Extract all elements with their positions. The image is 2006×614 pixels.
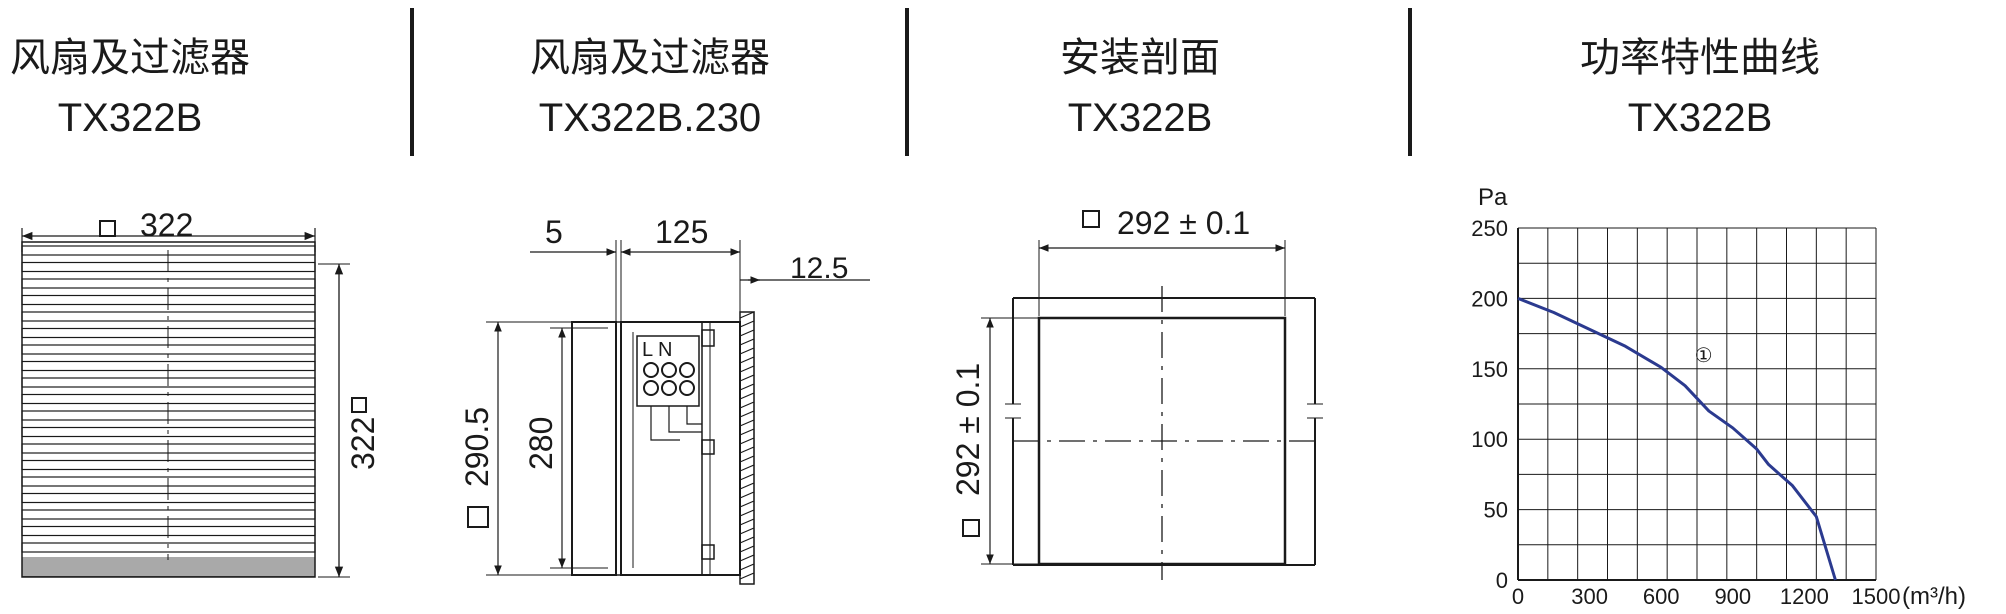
grille-slat [739,527,755,536]
panel-title: 功率特性曲线 TX322B [1430,28,1970,148]
y-tick-label: 150 [1471,357,1508,382]
chart-ticks: 0 50 100 150 200 250 0 300 600 900 1200 1500 [1471,216,1900,609]
cutout-drawing: 292 ± 0.1 292 ± 0.1 [950,205,1323,580]
side-view-drawing: 5 125 12.5 290.5 280 L N [459,214,870,585]
louver-slat [21,311,316,322]
grille-slat [739,374,755,383]
panel-title: 安装剖面 TX322B [935,28,1345,148]
panel-model: TX322B.230 [538,96,762,140]
grille-slat [739,428,755,437]
grille-slat [739,329,755,338]
x-tick-label: 1200 [1780,584,1829,609]
grille-slat [739,491,755,500]
grille-slat [739,401,755,410]
series-marker-label: ① [1695,345,1713,367]
front-view-drawing: 322 322 [21,207,381,578]
chart-ylabel: Pa [1478,184,1508,211]
panel-fan-filter-230: 风扇及过滤器 TX322B.230 [440,0,860,614]
chart-xunit: (m³/h) [1902,583,1966,610]
dim-125-label: 125 [655,214,708,250]
grille-slat [739,356,755,365]
grille-slat [739,563,755,572]
terminal-label: L N [642,339,672,361]
y-tick-label: 100 [1471,427,1508,452]
grille-slat [739,437,755,446]
grille-slat [739,338,755,347]
separator [905,8,909,156]
panel-title: 风扇及过滤器 TX322B.230 [440,28,860,148]
grille-slat [739,482,755,491]
panel-title-text: 功率特性曲线 [1580,36,1820,80]
panel-fan-filter: 风扇及过滤器 TX322B [0,0,260,614]
grille-slat [739,464,755,473]
filter-grille [739,311,755,581]
x-tick-label: 300 [1571,584,1608,609]
louver-slat [21,542,316,553]
grille-slat [739,545,755,554]
panel-title-text: 风扇及过滤器 [10,36,250,80]
dim-5-label: 5 [545,214,563,250]
grille-slat [739,473,755,482]
panel-mounting-section: 安装剖面 TX322B [935,0,1345,614]
louver-slat [21,426,316,438]
louver-grid [21,241,316,578]
panel-model: TX322B [57,96,203,140]
grille-slat [739,518,755,527]
grille-slat [739,554,755,563]
panel-model: TX322B [1067,96,1213,140]
grille-slat [739,455,755,464]
separator [410,8,414,156]
chart-series: ① [1517,297,1837,581]
cutout-height-label: 292 ± 0.1 [950,363,986,496]
grille-slat [739,419,755,428]
cutout-width-label: 292 ± 0.1 [1117,205,1250,241]
chart-grid [1517,227,1877,581]
power-curve-chart: Pa 0 50 100 150 200 250 0 300 600 900 1200 1500 ① (… [1471,184,1966,610]
front-width-label: 322 [140,207,193,243]
grille-slat [739,572,755,581]
dim-280-label: 280 [523,417,559,470]
panel-title: 风扇及过滤器 TX322B [0,28,260,148]
grille-slat [739,536,755,545]
front-height-label: 322 [345,417,381,470]
panel-title-text: 安装剖面 [1060,36,1220,80]
grille-slat [739,383,755,392]
x-tick-label: 0 [1512,584,1524,609]
dim-290-label: 290.5 [459,407,495,487]
grille-slat [739,500,755,509]
panel-title-text: 风扇及过滤器 [530,36,770,80]
y-tick-label: 50 [1484,498,1508,523]
grille-slat [739,311,755,320]
panel-model: TX322B [1627,96,1773,140]
square-symbol [99,220,116,237]
y-tick-label: 200 [1471,286,1508,311]
x-tick-label: 1500 [1852,584,1901,609]
grille-slat [739,347,755,356]
series-line [1517,297,1837,581]
grille-slat [739,320,755,329]
x-tick-label: 900 [1714,584,1751,609]
grille-slat [739,410,755,419]
y-tick-label: 0 [1496,568,1508,593]
square-symbol [467,506,489,528]
grille-slat [739,365,755,374]
grille-slat [739,446,755,455]
y-tick-label: 250 [1471,216,1508,241]
grille-slat [739,392,755,401]
panel-power-curve: 功率特性曲线 TX322B [1430,0,1970,614]
grille-slat [739,509,755,518]
x-tick-label: 600 [1643,584,1680,609]
separator [1408,8,1412,156]
